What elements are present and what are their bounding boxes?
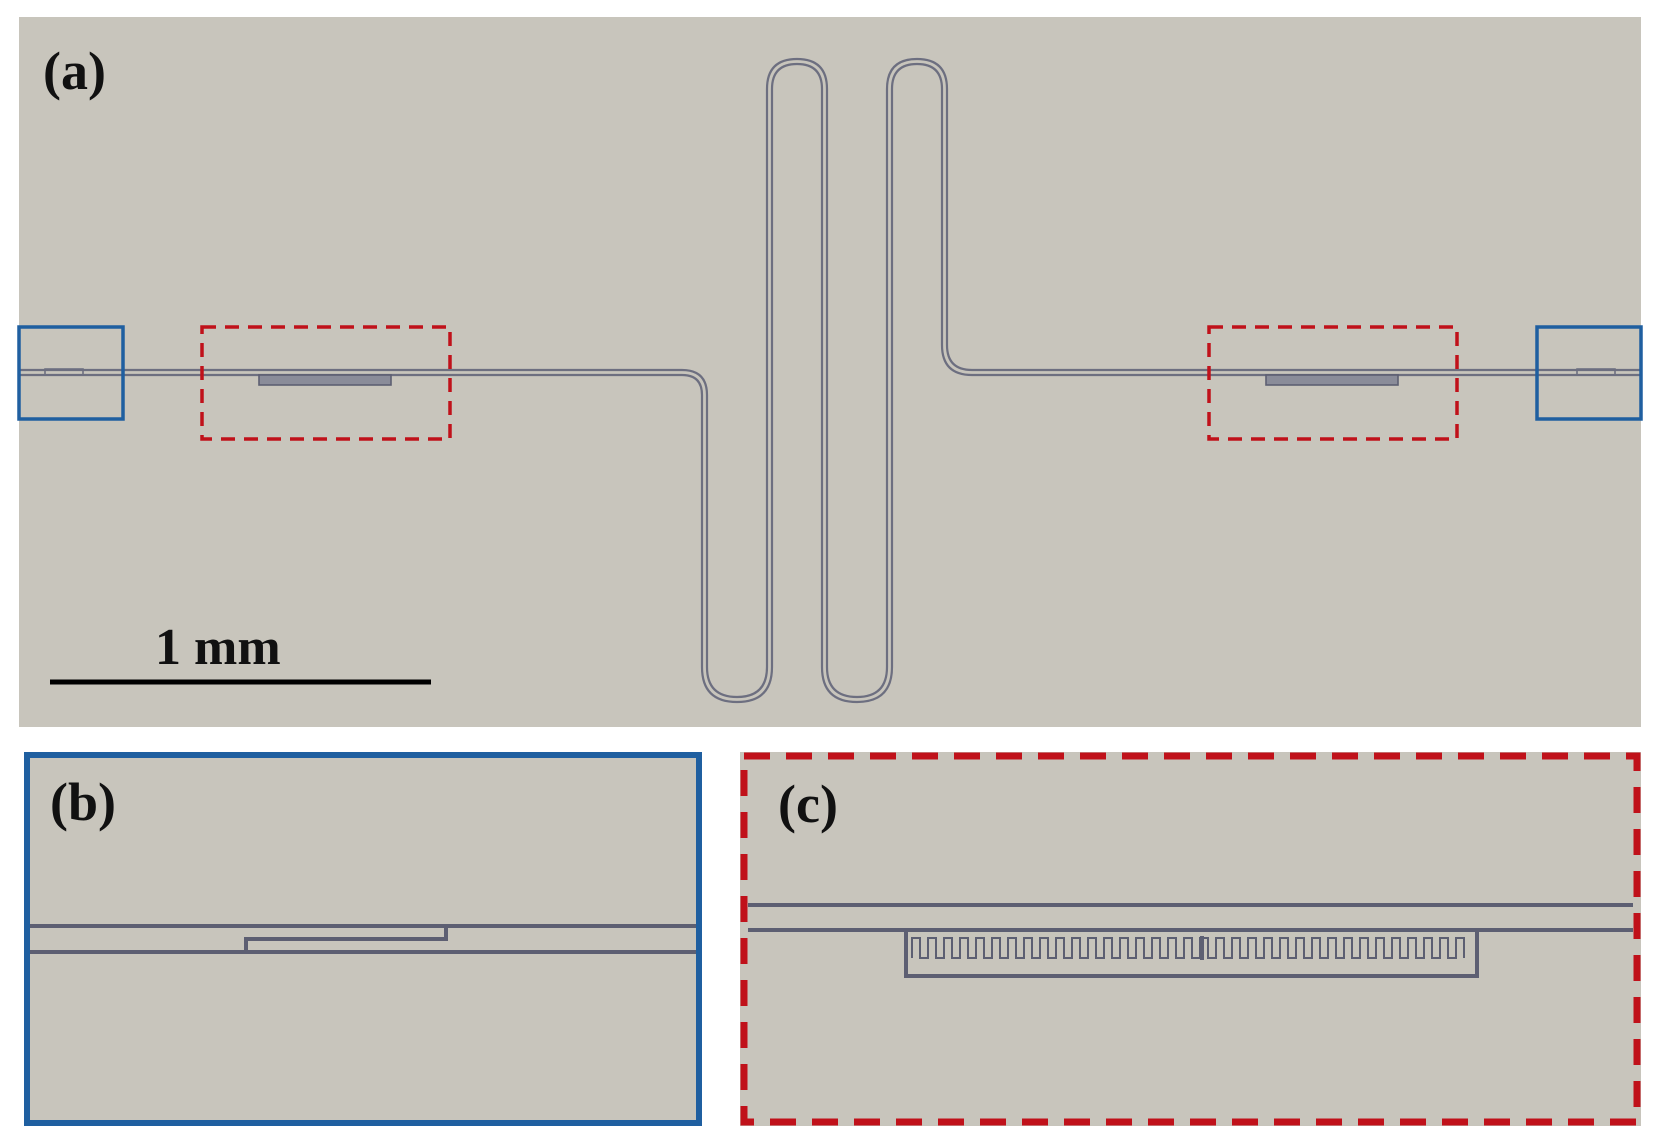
coupler-zoom-svg (24, 752, 702, 1126)
right-resonator (1265, 374, 1399, 386)
panel-a-label: (a) (43, 41, 106, 101)
right-coupler (1576, 368, 1616, 376)
device-layout-svg (17, 57, 1643, 704)
transmission-line-outer (19, 57, 1641, 699)
panel-a-layout (17, 17, 1643, 727)
left-inset-c-marker (200, 325, 452, 441)
right-inset-b-marker (1535, 325, 1643, 421)
inset-b-frame (24, 752, 702, 1126)
right-inset-c-marker (1207, 325, 1459, 441)
panel-b-coupler-zoom (24, 752, 702, 1126)
panel-c-label: (c) (778, 774, 838, 834)
resonator-body (904, 928, 1479, 978)
left-resonator (258, 374, 392, 386)
left-coupler (44, 368, 84, 376)
transmission-line (19, 57, 1641, 704)
inset-c-frame (740, 752, 1641, 1126)
transmission-line-inner (19, 62, 1641, 704)
panel-c-resonator-zoom (740, 752, 1641, 1126)
left-inset-b-marker (17, 325, 125, 421)
resonator-zoom-svg (740, 752, 1641, 1126)
meander-line (911, 937, 1465, 959)
coupler-step (244, 928, 448, 952)
scale-bar-label: 1 mm (155, 619, 281, 676)
panel-b-label: (b) (50, 772, 116, 832)
